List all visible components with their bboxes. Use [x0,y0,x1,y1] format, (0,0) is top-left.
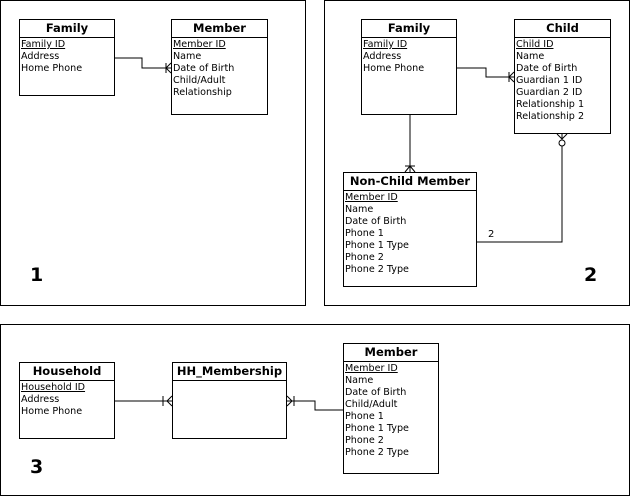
entity-household[interactable]: Household Household ID Address Home Phon… [19,362,115,439]
attribute-key: Household ID [21,382,86,393]
entity-member[interactable]: Member Member ID Name Date of Birth Chil… [171,19,268,115]
attribute: Phone 2 Type [345,264,409,275]
attribute: Name [516,51,545,62]
attribute-key: Member ID [345,192,398,203]
attribute: Child/Adult [345,399,398,410]
attribute: Phone 1 Type [345,240,409,251]
attribute: Address [21,51,60,62]
attribute: Home Phone [363,63,425,74]
attribute: Home Phone [21,63,83,74]
attribute: Date of Birth [173,63,235,74]
attribute-key: Child ID [516,39,554,50]
attribute: Date of Birth [345,216,407,227]
entity-title: HH_Membership [173,363,286,381]
entity-title: Member [172,20,267,38]
attribute: Relationship [173,87,232,98]
entity-non-child-member[interactable]: Non-Child Member Member ID Name Date of … [343,172,477,287]
attribute: Name [345,204,374,215]
entity-family[interactable]: Family Family ID Address Home Phone [361,19,457,115]
attribute: Address [21,394,60,405]
attribute: Name [173,51,202,62]
entity-member[interactable]: Member Member ID Name Date of Birth Chil… [343,343,439,474]
entity-title: Household [20,363,114,381]
attribute: Relationship 2 [516,111,585,122]
entity-title: Member [344,344,438,362]
attribute: Phone 1 Type [345,423,409,434]
entity-title: Family [362,20,456,38]
panel-number: 3 [30,456,44,478]
attribute: Guardian 2 ID [516,87,583,98]
attribute: Date of Birth [345,387,407,398]
attribute: Phone 2 [345,252,384,263]
attribute-key: Family ID [21,39,66,50]
attribute: Address [363,51,402,62]
attribute: Guardian 1 ID [516,75,583,86]
attribute: Child/Adult [173,75,226,86]
entity-title: Family [20,20,114,38]
attribute: Phone 1 [345,411,384,422]
attribute: Date of Birth [516,63,578,74]
attribute: Phone 1 [345,228,384,239]
attribute-key: Member ID [173,39,226,50]
attribute-key: Member ID [345,363,398,374]
entity-hh-membership[interactable]: HH_Membership [172,362,287,439]
entity-title: Non-Child Member [344,173,476,191]
attribute: Phone 2 Type [345,447,409,458]
attribute: Relationship 1 [516,99,585,110]
panel-number: 2 [584,264,598,286]
attribute-key: Family ID [363,39,408,50]
cardinality-label: 2 [488,229,495,240]
panel-number: 1 [30,264,44,286]
attribute: Name [345,375,374,386]
entity-title: Child [515,20,610,38]
entity-family[interactable]: Family Family ID Address Home Phone [19,19,115,96]
entity-child[interactable]: Child Child ID Name Date of Birth Guardi… [514,19,611,134]
attribute: Phone 2 [345,435,384,446]
attribute: Home Phone [21,406,83,417]
